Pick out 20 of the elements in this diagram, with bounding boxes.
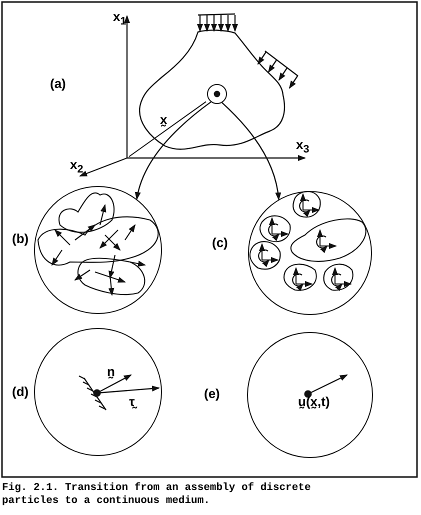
panel-label: (e) [204,387,220,402]
panel-label: (c) [212,236,228,250]
panel-label: (b) [12,232,29,246]
material-point-circle [207,84,227,104]
continuum-region-circle [247,332,373,458]
arrow [222,102,281,200]
panel-label: (d) [12,385,29,400]
continuum-region-circle [34,328,162,456]
vector-label: x̰ [160,113,168,128]
vector-label: n̰ [107,365,115,380]
magnified-region-circle [248,191,372,315]
arrow [135,101,212,200]
magnified-region-circle [34,186,162,314]
axis-label: x$_{1}$ [113,10,126,28]
axis-label: x$_{2}$ [70,158,84,176]
axis-label: x$_{3}$ [296,138,310,156]
panel-label: (a) [50,77,66,92]
figure-caption: Fig. 2.1. Transition from an assembly of discrete particles to a continuous medium. [2,482,312,508]
vector-label: τ̰ [129,395,135,410]
vector-label: ṵ(x̰,t) [298,395,330,410]
